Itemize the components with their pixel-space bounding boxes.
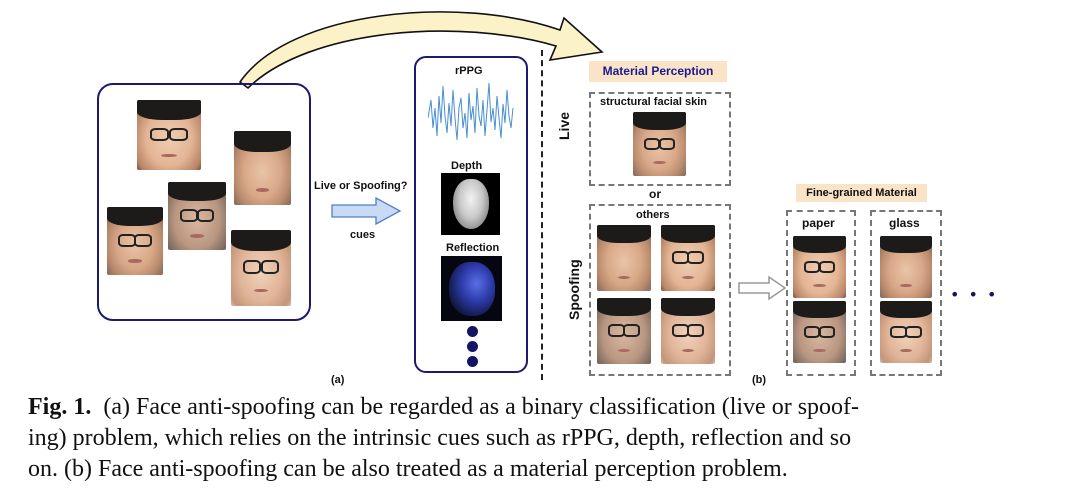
depth-label: Depth [451,160,483,172]
fine-grained-title: Fine-grained Material [796,184,927,202]
ellipsis-icon: • • • [950,285,999,304]
dot-icon [467,326,478,337]
material-perception-title: Material Perception [589,61,727,82]
figure-caption: Fig. 1. (a) Face anti-spoofing can be re… [28,392,1058,485]
panel-a-label: (a) [331,374,345,386]
face-image [234,131,291,205]
glass-box [870,210,942,376]
face-image [793,236,846,298]
face-image [661,298,715,364]
face-image [880,301,932,363]
face-image [597,298,651,364]
glass-label: glass [889,216,920,230]
dot-icon [467,356,478,367]
face-image [880,236,932,298]
face-image [107,207,163,275]
cues-label: cues [350,229,376,241]
panel-divider [541,50,543,380]
face-image [661,225,715,291]
live-box [589,92,731,186]
reflection-map [441,256,502,321]
face-image [168,182,226,250]
caption-line: on. (b) Face anti-spoofing can be also t… [28,456,788,482]
paper-label: paper [802,216,835,230]
face-image [793,301,846,363]
rppg-signal [428,82,514,141]
face-image [137,100,201,170]
live-label: Live [556,111,572,140]
caption-text: (a) Face anti-spoofing can be regarded a… [103,394,860,420]
cues-box [414,56,528,373]
spoofing-label: Spoofing [566,259,582,320]
face-image [231,230,291,306]
structural-label: structural facial skin [600,96,707,108]
face-image [633,112,686,176]
or-label: or [649,187,661,201]
caption-line: ing) problem, which relies on the intrin… [28,425,852,451]
face-collection-box [97,83,311,321]
reflection-label: Reflection [446,242,500,254]
depth-map [441,173,500,235]
rppg-label: rPPG [455,65,483,77]
others-label: others [636,209,670,221]
blue-arrow [331,196,402,226]
caption-fig-label: Fig. 1. [28,394,92,420]
face-image [597,225,651,291]
cue-question: Live or Spoofing? [314,180,408,192]
curved-arrow [238,11,604,90]
gray-arrow [738,275,787,301]
dot-icon [467,341,478,352]
paper-box [786,210,856,376]
caption-line: Fig. 1. (a) Face anti-spoofing can be re… [28,392,1058,423]
panel-b-label: (b) [752,374,767,386]
spoofing-box [589,204,731,376]
